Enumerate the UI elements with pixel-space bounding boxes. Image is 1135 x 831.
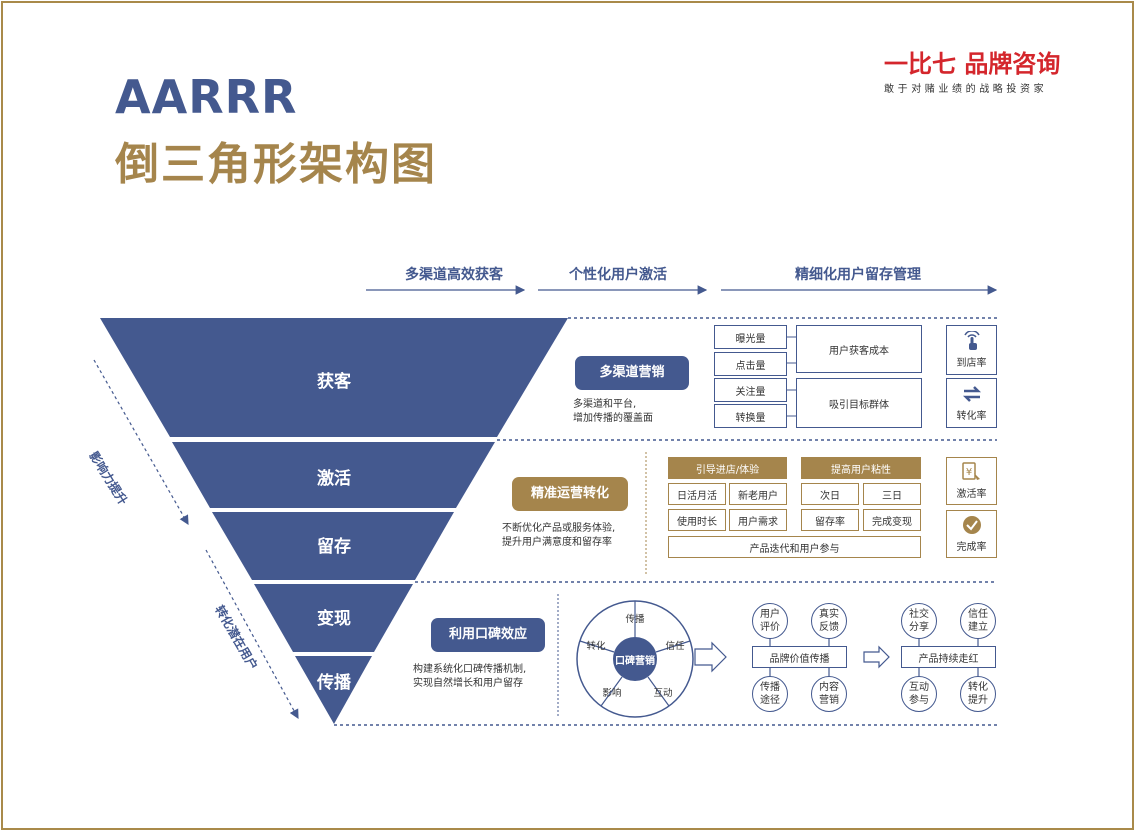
- kpi-conversion: 转化率: [946, 378, 997, 428]
- cell-new-old-users: 新老用户: [729, 483, 787, 505]
- group-guide-head: 引导进店/体验: [668, 457, 787, 479]
- row1-desc-2: 增加传播的覆盖面: [573, 413, 653, 424]
- circle-channels: 传播 途径: [752, 676, 788, 712]
- flow-arrow-2: [863, 645, 890, 669]
- kpi-conversion-label: 转化率: [956, 411, 987, 422]
- metric-clicks: 点击量: [714, 352, 787, 376]
- svg-text:¥: ¥: [965, 467, 971, 478]
- circle-real-feedback: 真实 反馈: [811, 603, 847, 639]
- kpi-activation-label: 激活率: [956, 489, 987, 500]
- row2-desc-1: 不断优化产品或服务体验,: [502, 523, 616, 534]
- metric-follows: 关注量: [714, 378, 787, 402]
- yen-icon: ¥: [961, 462, 980, 480]
- goal-acquisition-cost: 用户获客成本: [796, 325, 922, 373]
- bar-brand-value: 品牌价值传播: [752, 646, 847, 668]
- funnel-label-referral: 传播: [317, 673, 351, 693]
- phase-label-2: 个性化用户激活: [569, 267, 667, 283]
- exchange-icon: [962, 386, 981, 402]
- wheel-convert: 转化: [586, 641, 606, 652]
- circle-social-share: 社交 分享: [901, 603, 937, 639]
- funnel-segment-4: [254, 584, 413, 652]
- row2-desc-2: 提升用户满意度和留存率: [502, 537, 612, 548]
- funnel-segment-5: [295, 656, 372, 724]
- flow-arrow-1: [694, 641, 727, 673]
- group-stickiness-head: 提高用户粘性: [801, 457, 921, 479]
- cell-monetization: 完成变现: [863, 509, 921, 531]
- page-title: AARRR: [115, 70, 298, 124]
- wheel-trust: 信任: [665, 641, 685, 652]
- product-iteration-bar: 产品迭代和用户参与: [668, 536, 921, 558]
- cell-next-day: 次日: [801, 483, 859, 505]
- goal-target-group: 吸引目标群体: [796, 378, 922, 428]
- kpi-store-visit-label: 到店率: [956, 358, 987, 369]
- row3-desc-2: 实现自然增长和用户留存: [413, 678, 523, 689]
- funnel-segment-2: [172, 442, 495, 508]
- funnel-segment-3: [212, 512, 454, 580]
- phase-label-3: 精细化用户留存管理: [795, 267, 921, 283]
- cell-usage-time: 使用时长: [668, 509, 726, 531]
- cell-user-needs: 用户需求: [729, 509, 787, 531]
- kpi-store-visit: 到店率: [946, 325, 997, 375]
- funnel-label-revenue: 变现: [317, 609, 351, 629]
- row3-desc-1: 构建系统化口碑传播机制,: [413, 664, 527, 675]
- cell-dau-mau: 日活月活: [668, 483, 726, 505]
- bar-product-popular: 产品持续走红: [901, 646, 996, 668]
- circle-trust-build: 信任 建立: [960, 603, 996, 639]
- brand-slogan: 敢于对赌业绩的战略投资家: [884, 84, 1048, 95]
- wheel-influence: 影响: [602, 688, 622, 699]
- metric-conversions: 转换量: [714, 404, 787, 428]
- circle-user-review: 用户 评价: [752, 603, 788, 639]
- word-of-mouth-wheel: [576, 600, 694, 718]
- wheel-interaction: 互动: [653, 688, 673, 699]
- funnel-label-activation: 激活: [317, 469, 351, 489]
- phase-label-1: 多渠道高效获客: [405, 267, 503, 283]
- cell-retention-rate: 留存率: [801, 509, 859, 531]
- circle-engagement: 互动 参与: [901, 676, 937, 712]
- row1-desc-1: 多渠道和平台,: [573, 399, 637, 410]
- kpi-completion-label: 完成率: [956, 542, 987, 553]
- metric-exposure: 曝光量: [714, 325, 787, 349]
- wheel-spread: 传播: [625, 614, 645, 625]
- check-icon: [962, 516, 981, 534]
- funnel-label-retention: 留存: [317, 537, 351, 557]
- touch-icon: [963, 331, 980, 350]
- page-subtitle: 倒三角形架构图: [115, 139, 437, 190]
- circle-content-marketing: 内容 营销: [811, 676, 847, 712]
- funnel-segment-1: [100, 318, 568, 437]
- brand-logo: 一比七 品牌咨询: [884, 50, 1061, 78]
- circle-conversion-up: 转化 提升: [960, 676, 996, 712]
- kpi-completion: 完成率: [946, 510, 997, 558]
- cell-three-day: 三日: [863, 483, 921, 505]
- funnel-label-acquisition: 获客: [317, 372, 351, 392]
- pill-word-of-mouth: 利用口碑效应: [431, 618, 545, 652]
- kpi-activation: ¥ 激活率: [946, 457, 997, 505]
- pill-precise-ops: 精准运营转化: [512, 477, 628, 511]
- wheel-center: 口碑营销: [615, 656, 655, 667]
- pill-multichannel: 多渠道营销: [575, 356, 689, 390]
